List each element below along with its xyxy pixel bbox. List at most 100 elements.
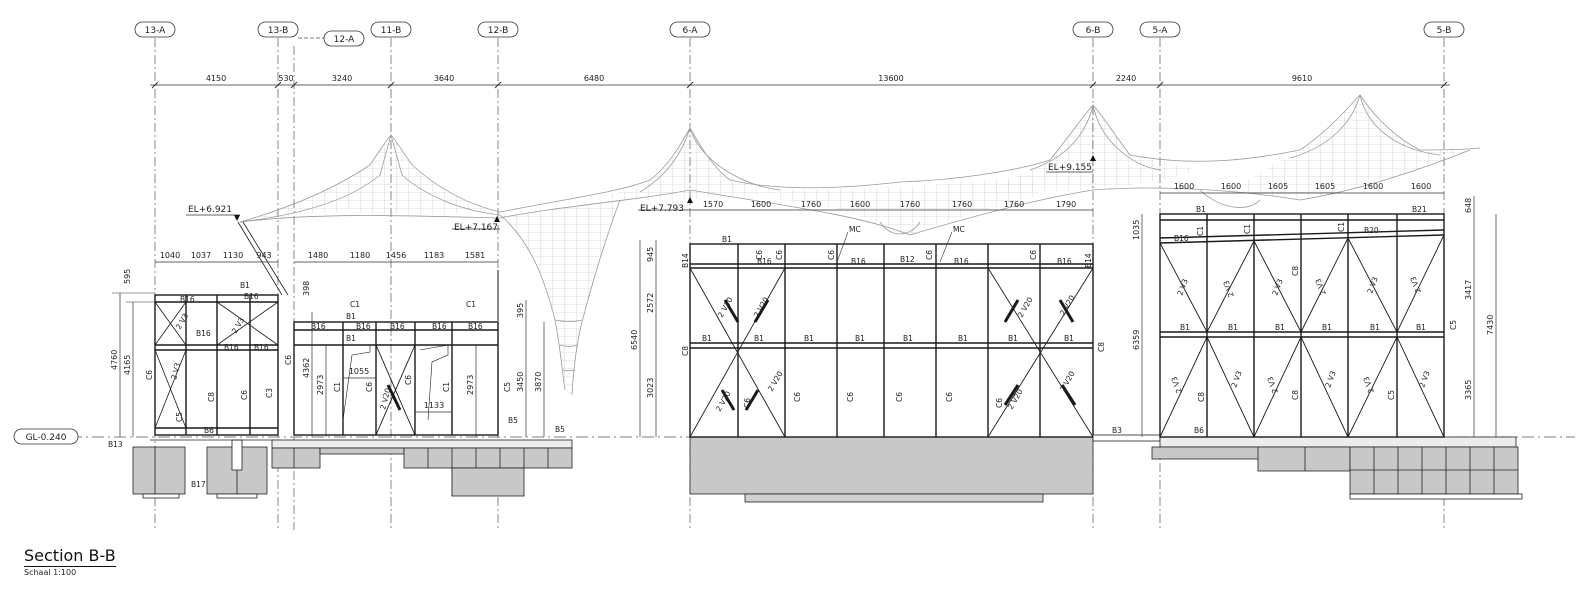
grid-label: 12-B (488, 26, 509, 36)
member-label: C1 (333, 382, 342, 392)
module-4-foundation (1092, 434, 1523, 500)
member-label: B13 (108, 440, 123, 449)
mc-label: MC (849, 225, 861, 234)
member-label: B16 (244, 292, 259, 301)
member-label: 2 V3 (230, 316, 246, 335)
grid-label: 5-B (1437, 26, 1452, 36)
m3-vdim: 945 (646, 247, 655, 262)
grid-label: 12-A (334, 35, 356, 45)
m1-dim: 943 (256, 251, 271, 260)
member-label: B16 (390, 322, 405, 331)
member-label: B1 (346, 312, 356, 321)
m2-dim: 1456 (386, 251, 406, 260)
member-label: B6 (1194, 426, 1204, 435)
grid-bubble-13a: 13-A (134, 21, 176, 38)
member-label: B5 (555, 425, 565, 434)
member-label: B1 (1416, 323, 1426, 332)
m4-dim: 1600 (1221, 182, 1241, 191)
m4-vdim: 1035 (1132, 220, 1141, 240)
member-label: C6 (895, 392, 904, 402)
m3-dim: 1760 (900, 200, 920, 209)
member-label: C6 (846, 392, 855, 402)
member-label: B14 (681, 253, 690, 268)
module-2-foundation (271, 439, 573, 497)
dim-9610: 9610 (1292, 74, 1312, 83)
member-label: 2 V20 (1016, 295, 1035, 319)
member-label: B1 (346, 334, 356, 343)
member-label: 2 V3 (1175, 277, 1189, 296)
member-label: C6 (775, 250, 784, 260)
m3-vdim: 3023 (646, 378, 655, 398)
elevation-marker-2: EL+7.167 (452, 216, 500, 233)
grid-bubble-12b: 12-B (477, 21, 519, 38)
member-label: B16 (432, 322, 447, 331)
m1-dim: 1130 (223, 251, 243, 260)
member-label: B1 (804, 334, 814, 343)
ground-level-label: GL-0.240 (26, 433, 67, 443)
m2-vdim: 4362 (302, 358, 311, 378)
member-label: B1 (903, 334, 913, 343)
membrane-mesh (240, 95, 1470, 395)
module-3-dims: 1570 1600 1760 1600 1760 1760 1760 1790 … (630, 200, 1093, 437)
m4-vdim: 3417 (1464, 280, 1473, 300)
m4-vdim: 648 (1464, 198, 1473, 213)
member-label: C1 (1243, 224, 1252, 234)
member-label: B1 (1008, 334, 1018, 343)
member-label: B21 (1412, 205, 1427, 214)
member-label: 2 V3 (1222, 279, 1236, 298)
member-label: C5 (175, 412, 184, 422)
member-label: B1 (1180, 323, 1190, 332)
m2-dim: 1581 (465, 251, 485, 260)
member-label: B16 (254, 343, 269, 352)
grid-label: 11-B (381, 26, 402, 36)
grid-bubble-6a: 6-A (669, 21, 711, 38)
member-label: B16 (1174, 234, 1189, 243)
dim-2240: 2240 (1116, 74, 1136, 83)
m3-dim: 1600 (751, 200, 771, 209)
grid-bubble-5a: 5-A (1139, 21, 1181, 38)
member-label: 2 V3 (1314, 277, 1328, 296)
elevation-label: EL+6.921 (188, 205, 232, 215)
member-label: B1 (1370, 323, 1380, 332)
member-label: C3 (265, 388, 274, 398)
m4-dim: 1600 (1411, 182, 1431, 191)
member-label: B3 (1112, 426, 1122, 435)
m1-dim: 1040 (160, 251, 180, 260)
member-label: 2 V3 (1170, 375, 1184, 394)
member-label: C1 (466, 300, 476, 309)
member-label: B16 (311, 322, 326, 331)
m3-dim: 1760 (952, 200, 972, 209)
m3-dim: 1760 (1004, 200, 1024, 209)
elevation-label: EL+9.155 (1048, 163, 1092, 173)
grid-label: 13-A (145, 26, 167, 36)
member-label: B1 (958, 334, 968, 343)
member-label: B16 (1057, 257, 1072, 266)
m1-vdim: 595 (123, 269, 132, 284)
member-label: 2 V20 (766, 369, 785, 393)
m2-inner-dim: 1055 (349, 367, 369, 376)
member-label: 2 V3 (1365, 275, 1379, 294)
member-label: C1 (350, 300, 360, 309)
member-label: C5 (503, 382, 512, 392)
member-label: B16 (468, 322, 483, 331)
member-label: C6 (365, 382, 374, 392)
elevation-marker-4: EL+9.155 (1046, 155, 1096, 173)
m3-dim: 1600 (850, 200, 870, 209)
member-label: C6 (793, 392, 802, 402)
m1-dim: 1037 (191, 251, 211, 260)
grid-bubble-11b: 11-B (370, 21, 412, 38)
member-label: B1 (1196, 205, 1206, 214)
member-label: C8 (1097, 342, 1106, 352)
module-4-frame (1159, 213, 1445, 438)
elevation-label: EL+7.793 (640, 204, 684, 214)
grid-label: 13-B (268, 26, 289, 36)
member-label: C6 (743, 398, 752, 408)
dim-3240: 3240 (332, 74, 352, 83)
member-label: B6 (204, 426, 214, 435)
member-label: C5 (1449, 320, 1458, 330)
dim-13600: 13600 (878, 74, 903, 83)
m4-dim: 1600 (1363, 182, 1383, 191)
member-label: B1 (855, 334, 865, 343)
member-label: 2 V20 (752, 295, 771, 319)
member-label: B16 (356, 322, 371, 331)
